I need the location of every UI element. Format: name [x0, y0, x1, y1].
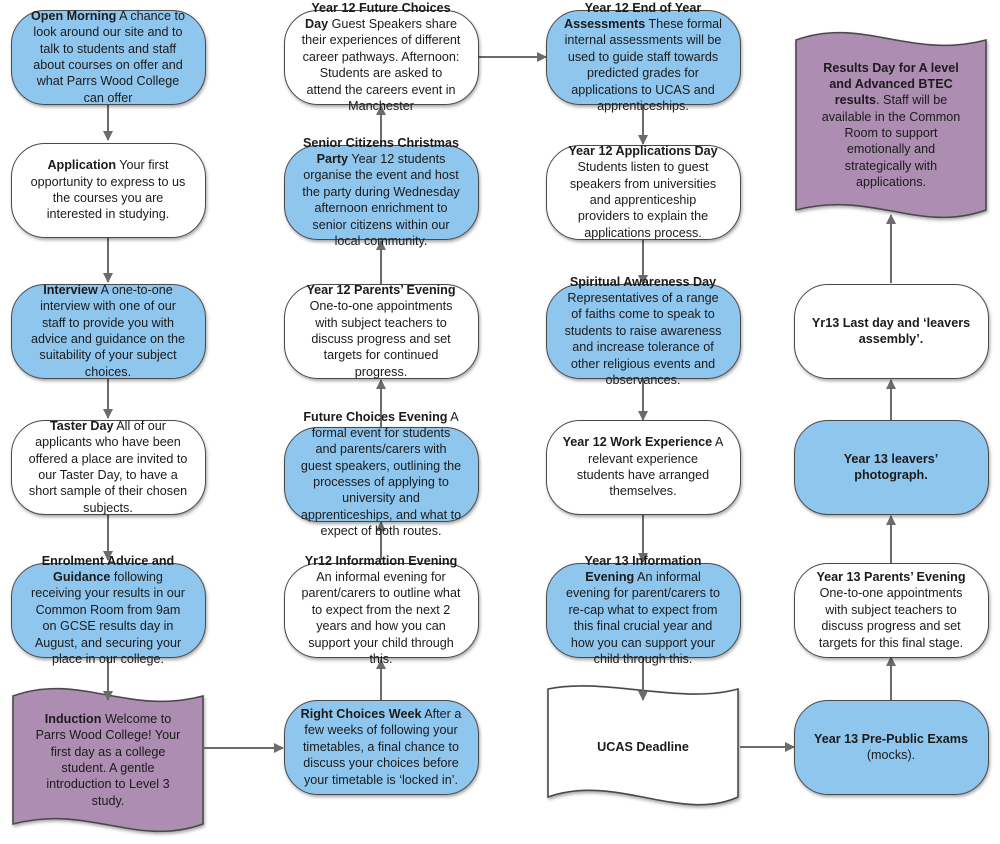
induction-title: Induction: [44, 711, 102, 726]
yr12-information-evening-text: Yr12 Information Evening An informal eve…: [301, 553, 462, 668]
yr12-future-choices-day-title: Year 12 Future Choices Day: [305, 0, 451, 32]
enrolment-text: Enrolment Advice and Guidance following …: [28, 553, 189, 668]
future-choices-evening-title: Future Choices Evening: [303, 409, 448, 424]
results-day-description: . Staff will be available in the Common …: [821, 93, 961, 190]
yr12-end-of-year-assessments-node: Year 12 End of Year Assessments These fo…: [545, 1, 741, 113]
yr12-information-evening-description: An informal evening for parent/carers to…: [301, 570, 461, 666]
interview-description: A one-to-one interview with one of our s…: [30, 282, 186, 379]
spiritual-awareness-day-text: Spiritual Awareness Day Representatives …: [563, 274, 724, 389]
yr13-parents-evening-description: One-to-one appointments with subject tea…: [818, 586, 964, 650]
yr13-parents-evening-title: Year 13 Parents’ Evening: [816, 570, 966, 585]
interview-node: Interview A one-to-one interview with on…: [10, 282, 206, 380]
results-day-title: Results Day for A level and Advanced BTE…: [823, 60, 959, 108]
interview-text: Interview A one-to-one interview with on…: [28, 282, 189, 380]
right-choices-week-text: Right Choices Week After a few weeks of …: [301, 706, 462, 788]
yr12-parents-evening-title: Year 12 Parents’ Evening: [306, 282, 456, 297]
yr12-work-experience-description: A relevant experience students have arra…: [576, 435, 724, 499]
induction-description: Welcome to Parrs Wood College! Your firs…: [35, 711, 181, 808]
senior-citizens-party-description: Year 12 students organise the event and …: [302, 152, 460, 248]
yr13-last-day-text: Yr13 Last day and ‘leavers assembly’.: [811, 315, 972, 348]
yr13-pre-public-exams-node: Year 13 Pre-Public Exams (mocks).: [793, 699, 989, 795]
taster-day-text: Taster Day All of our applicants who hav…: [28, 418, 189, 516]
yr12-applications-day-text: Year 12 Applications Day Students listen…: [563, 143, 724, 241]
yr12-information-evening-title: Yr12 Information Evening: [304, 553, 458, 568]
yr13-pre-public-exams-title: Year 13 Pre-Public Exams: [813, 731, 968, 746]
senior-citizens-party-text: Senior Citizens Christmas Party Year 12 …: [301, 135, 462, 250]
right-choices-week-node: Right Choices Week After a few weeks of …: [283, 699, 479, 795]
interview-title: Interview: [43, 282, 98, 297]
yr12-end-of-year-assessments-text: Year 12 End of Year Assessments These fo…: [563, 0, 724, 114]
yr12-end-of-year-assessments-title: Year 12 End of Year Assessments: [564, 0, 702, 32]
results-day-text: Results Day for A level and Advanced BTE…: [816, 60, 966, 191]
ucas-deadline-node: UCAS Deadline: [548, 701, 738, 793]
yr12-future-choices-day-node: Year 12 Future Choices Day Guest Speaker…: [283, 1, 479, 113]
yr13-parents-evening-node: Year 13 Parents’ Evening One-to-one appo…: [793, 562, 989, 658]
open-morning-description: A chance to look around our site and to …: [33, 8, 185, 105]
induction-shape: [12, 687, 204, 833]
yr12-work-experience-text: Year 12 Work Experience A relevant exper…: [563, 434, 724, 499]
induction-text: Induction Welcome to Parrs Wood College!…: [33, 711, 183, 809]
yr13-last-day-title: Yr13 Last day and ‘leavers assembly’.: [811, 315, 971, 346]
yr12-parents-evening-node: Year 12 Parents’ Evening One-to-one appo…: [283, 282, 479, 380]
yr12-applications-day-title: Year 12 Applications Day: [568, 143, 718, 158]
open-morning-title: Open Morning: [31, 8, 117, 23]
taster-day-title: Taster Day: [50, 418, 114, 433]
application-title: Application: [47, 158, 117, 173]
taster-day-node: Taster Day All of our applicants who hav…: [10, 418, 206, 516]
yr12-future-choices-day-text: Year 12 Future Choices Day Guest Speaker…: [301, 0, 462, 114]
yr12-work-experience-node: Year 12 Work Experience A relevant exper…: [545, 419, 741, 515]
yr12-parents-evening-description: One-to-one appointments with subject tea…: [309, 299, 453, 379]
future-choices-evening-text: Future Choices Evening A formal event fo…: [301, 409, 462, 540]
yr13-information-evening-text: Year 13 Information Evening An informal …: [563, 553, 724, 668]
yr13-pre-public-exams-description: (mocks).: [866, 748, 916, 762]
yr12-information-evening-node: Yr12 Information Evening An informal eve…: [283, 554, 479, 666]
induction-node: Induction Welcome to Parrs Wood College!…: [13, 704, 203, 816]
enrolment-description: following receiving your results in our …: [31, 570, 185, 666]
yr13-parents-evening-text: Year 13 Parents’ Evening One-to-one appo…: [811, 569, 972, 651]
enrolment-title: Enrolment Advice and Guidance: [41, 553, 175, 585]
yr13-leavers-photograph-title: Year 13 leavers’ photograph.: [843, 451, 939, 482]
future-choices-evening-description: A formal event for students and parents/…: [300, 409, 462, 539]
future-choices-evening-node: Future Choices Evening A formal event fo…: [283, 410, 479, 538]
yr13-last-day-node: Yr13 Last day and ‘leavers assembly’.: [793, 283, 989, 379]
open-morning-node: Open Morning A chance to look around our…: [10, 8, 206, 106]
yr12-work-experience-title: Year 12 Work Experience: [562, 435, 713, 450]
yr13-information-evening-description: An informal evening for parent/carers to…: [565, 570, 720, 666]
taster-day-description: All of our applicants who have been offe…: [28, 418, 188, 515]
application-node: Application Your first opportunity to ex…: [10, 142, 206, 238]
yr12-applications-day-description: Students listen to guest speakers from u…: [569, 160, 717, 240]
yr13-pre-public-exams-text: Year 13 Pre-Public Exams (mocks).: [811, 731, 972, 764]
yr13-information-evening-node: Year 13 Information Evening An informal …: [545, 554, 741, 666]
spiritual-awareness-day-title: Spiritual Awareness Day: [569, 274, 717, 289]
ucas-deadline-shape: [547, 685, 739, 806]
yr12-parents-evening-text: Year 12 Parents’ Evening One-to-one appo…: [301, 282, 462, 380]
enrolment-node: Enrolment Advice and Guidance following …: [10, 554, 206, 666]
spiritual-awareness-day-description: Representatives of a range of faiths com…: [564, 291, 722, 387]
spiritual-awareness-day-node: Spiritual Awareness Day Representatives …: [545, 275, 741, 387]
senior-citizens-party-node: Senior Citizens Christmas Party Year 12 …: [283, 136, 479, 248]
yr13-information-evening-title: Year 13 Information Evening: [584, 553, 702, 585]
ucas-deadline-title: UCAS Deadline: [597, 739, 689, 754]
ucas-deadline-text: UCAS Deadline: [597, 739, 689, 755]
open-morning-text: Open Morning A chance to look around our…: [28, 8, 189, 106]
yr13-leavers-photograph-node: Year 13 leavers’ photograph.: [793, 419, 989, 515]
right-choices-week-description: After a few weeks of following your time…: [302, 707, 462, 787]
results-day-node: Results Day for A level and Advanced BTE…: [796, 48, 986, 202]
yr12-future-choices-day-description: Guest Speakers share their experiences o…: [301, 17, 461, 113]
application-description: Your first opportunity to express to us …: [30, 158, 186, 222]
yr12-end-of-year-assessments-description: These formal internal assessments will b…: [564, 17, 722, 113]
senior-citizens-party-title: Senior Citizens Christmas Party: [302, 135, 460, 167]
yr12-applications-day-node: Year 12 Applications Day Students listen…: [545, 143, 741, 241]
application-text: Application Your first opportunity to ex…: [28, 157, 189, 222]
right-choices-week-title: Right Choices Week: [300, 707, 422, 722]
results-day-shape: [795, 31, 987, 219]
yr13-leavers-photograph-text: Year 13 leavers’ photograph.: [811, 451, 972, 484]
